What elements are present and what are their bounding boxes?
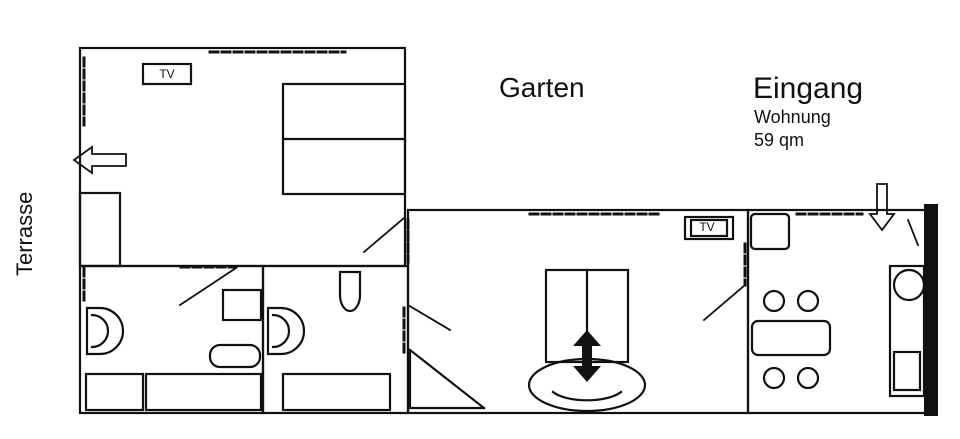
bathroom-right-wall <box>261 264 410 415</box>
area-label: 59 qm <box>754 130 805 150</box>
doors <box>178 216 920 332</box>
sofa-bed-arrow <box>573 330 601 382</box>
living-room-wall <box>406 208 750 415</box>
tv-label-bedroom: TV <box>159 67 175 81</box>
closet-left <box>78 191 122 268</box>
tv-label-living: TV <box>699 220 715 234</box>
garden-label: Garten <box>499 72 585 103</box>
entrance-label: Eingang <box>753 72 864 105</box>
windows <box>82 50 864 357</box>
apartment-label: Wohnung <box>754 107 831 127</box>
outer-walls <box>78 46 938 416</box>
kitchen-fixtures <box>749 212 926 398</box>
bed <box>281 82 407 196</box>
terrace-exit-arrow <box>72 145 127 175</box>
bathroom-right-fixtures <box>266 270 392 412</box>
entrance-arrow <box>868 183 896 232</box>
exterior-wall <box>924 204 938 416</box>
living-room-fixtures <box>408 215 735 413</box>
terrace-label: Terrasse <box>12 191 37 276</box>
bedroom-wall <box>78 46 407 268</box>
bathroom-left-wall <box>78 264 265 415</box>
bathroom-left-fixtures <box>84 288 263 412</box>
tv-box-bedroom <box>141 62 193 86</box>
